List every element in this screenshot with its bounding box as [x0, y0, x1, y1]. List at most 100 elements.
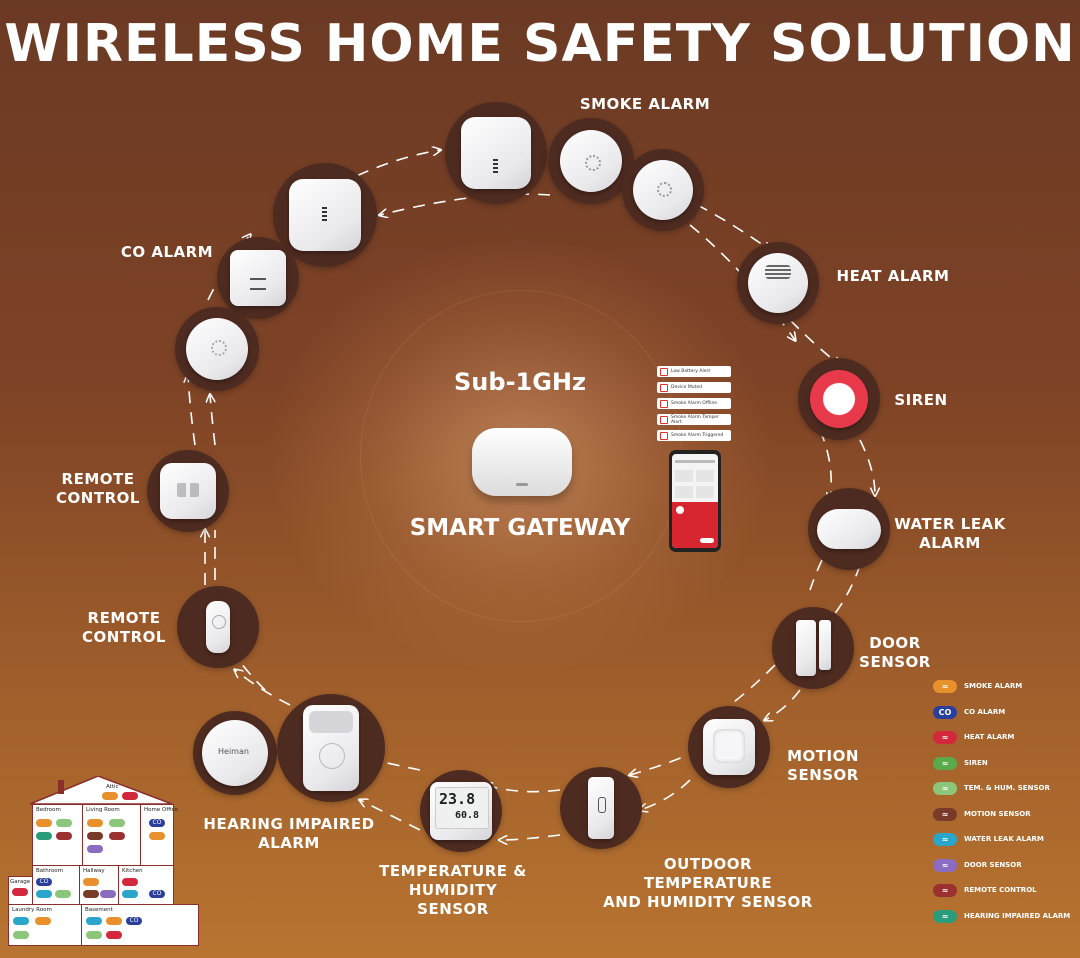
heat-alarm-device	[748, 253, 808, 313]
hearing-impaired-node-2[interactable]	[277, 694, 385, 802]
legend-label: HEARING IMPAIRED ALARM	[964, 911, 1071, 920]
co-alarm-square-device	[230, 250, 286, 306]
arrow-right-1	[789, 319, 840, 365]
outdoor-th-sensor-node[interactable]	[560, 767, 642, 849]
room-bathroom: Bathroom CO	[32, 865, 80, 905]
siren-node[interactable]	[798, 358, 880, 440]
room-kitchen: Kitchen CO	[118, 865, 174, 905]
tamper-icon	[660, 415, 668, 424]
co-alarm-device	[289, 179, 361, 251]
arrow-inner-r1	[819, 429, 831, 500]
motion-sensor-node[interactable]	[688, 706, 770, 788]
house-illustration: Attic Bedroom Living Room Home Office CO…	[6, 776, 199, 946]
protocol-label: Sub-1GHz	[454, 368, 586, 396]
label-water-leak: WATER LEAK ALARM	[894, 515, 1006, 552]
legend-item: ≈DOOR SENSOR	[933, 858, 1078, 875]
arrow-top-left	[319, 150, 440, 196]
gateway-label: SMART GATEWAY	[409, 515, 631, 541]
smoke-icon: ≈	[933, 680, 957, 693]
arrow-left-3	[188, 375, 196, 446]
notification-item: Smoke Alarm Tamper Alert	[657, 414, 731, 425]
water-leak-device	[817, 509, 881, 549]
arrow-bottom-2	[500, 834, 561, 840]
smoke-alarm-node-1[interactable]	[445, 102, 547, 204]
smoke-alarm-node-2[interactable]	[548, 118, 634, 204]
label-heat-alarm: HEAT ALARM	[836, 267, 950, 285]
remote-control-node-2[interactable]	[177, 586, 259, 668]
thermometer-icon: ≈	[933, 782, 957, 795]
room-living: Living Room	[82, 804, 141, 866]
notification-item: Smoke Alarm Offline	[657, 398, 731, 409]
legend-label: CO ALARM	[964, 707, 1006, 716]
room-basement: Basement CO	[81, 904, 199, 946]
siren-device	[810, 370, 868, 428]
door-sensor-node[interactable]	[772, 607, 854, 689]
led-panel	[309, 711, 353, 733]
siren-icon: ≈	[933, 756, 957, 770]
heat-icon: ≈	[933, 731, 957, 744]
smoke-alarm-node-3[interactable]	[622, 149, 704, 231]
alarm-panel	[672, 502, 718, 548]
arrow-inner-r3	[729, 664, 776, 706]
legend-label: MOTION SENSOR	[964, 809, 1031, 818]
arrow-inner-l3	[210, 395, 216, 446]
motion-sensor-device	[703, 719, 755, 775]
arrow-right-3	[830, 564, 861, 620]
label-outdoor-th-sensor: OUTDOOR TEMPERATURE AND HUMIDITY SENSOR	[603, 855, 813, 911]
room-attic: Attic	[64, 782, 144, 802]
indicator-lights	[322, 207, 327, 221]
water-leak-node[interactable]	[808, 488, 890, 570]
phone-screen	[672, 454, 718, 548]
hearing-impaired-device	[303, 705, 359, 791]
hearing-icon: ≈	[933, 909, 957, 923]
arrow-left-1	[235, 670, 291, 706]
arrow-bottom-3	[360, 800, 421, 831]
legend-label: REMOTE CONTROL	[964, 886, 1037, 894]
smoke-alarm-round-device	[560, 130, 622, 192]
heat-alarm-node[interactable]	[737, 242, 819, 324]
th-sensor-device: 23.8 60.8	[430, 782, 492, 840]
mute-icon	[660, 383, 668, 392]
notification-list: Low Battery Alert Device Muted Smoke Ala…	[657, 366, 731, 446]
door-sensor-device	[795, 620, 831, 676]
co-alarm-node-1[interactable]	[273, 163, 377, 267]
co-alarm-round-device	[186, 318, 248, 380]
indicator-lights	[493, 159, 498, 173]
remote-button	[212, 615, 226, 629]
gateway-led	[516, 483, 528, 486]
remote-control-device	[160, 463, 216, 519]
th-sensor-node[interactable]: 23.8 60.8	[420, 770, 502, 852]
room-home-office: Home Office CO	[140, 804, 178, 866]
brand-logo: Heiman	[218, 747, 249, 756]
label-hearing-impaired: HEARING IMPAIRED ALARM	[203, 815, 375, 852]
smart-gateway-device[interactable]	[472, 428, 572, 496]
legend-item: ≈ SMOKE ALARM	[933, 680, 1078, 696]
legend-item: CO CO ALARM	[933, 705, 1078, 722]
co-display-icon	[250, 278, 266, 290]
battery-icon	[660, 367, 668, 376]
arrow-inner-top	[380, 193, 551, 215]
room-laundry: Laundry Room	[8, 904, 82, 946]
co-icon: CO	[933, 705, 957, 719]
co-alarm-node-3[interactable]	[175, 307, 259, 391]
co-alarm-node-2[interactable]	[217, 237, 299, 319]
water-icon: ≈	[933, 833, 957, 846]
legend-item: ≈ HEARING IMPAIRED ALARM	[933, 909, 1078, 926]
label-door-sensor: DOOR SENSOR	[859, 634, 931, 671]
hearing-impaired-node-1[interactable]: Heiman	[193, 711, 277, 795]
remote-control-node-1[interactable]	[147, 450, 229, 532]
speaker-grille	[211, 340, 227, 356]
room-hallway: Hallway	[79, 865, 119, 905]
arrow-right-4	[765, 689, 801, 720]
legend-item: ≈SIREN	[933, 756, 1078, 773]
heat-vent-icon	[765, 265, 791, 279]
offline-icon	[660, 399, 668, 408]
th-display-temp: 23.8	[439, 790, 476, 808]
alarm-icon	[660, 431, 668, 440]
arrow-bottom-1	[640, 779, 691, 810]
legend-label: SMOKE ALARM	[964, 682, 1023, 690]
hearing-impaired-round-device: Heiman	[202, 720, 268, 786]
legend-label: WATER LEAK ALARM	[964, 835, 1044, 843]
notification-item: Low Battery Alert	[657, 366, 731, 377]
remote-buttons	[177, 483, 199, 497]
